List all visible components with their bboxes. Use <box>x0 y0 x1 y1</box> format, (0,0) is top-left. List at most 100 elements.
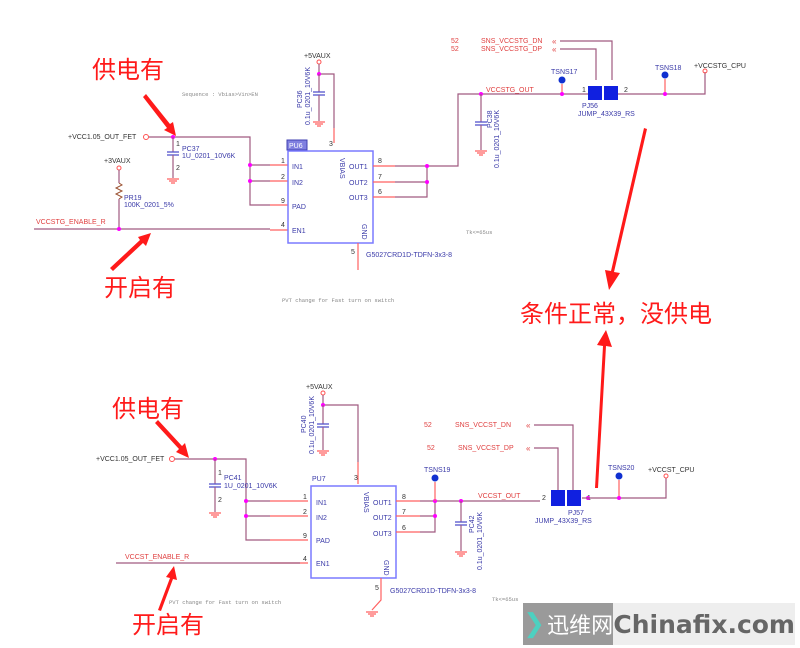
ground-icon <box>167 178 179 184</box>
watermark: ❯ 迅维网 Chinafix.com <box>523 603 795 645</box>
svg-text:PVT change for Fast turn on sw: PVT change for Fast turn on switch <box>282 297 394 304</box>
top-input-wire <box>149 136 270 206</box>
ground-icon <box>313 121 325 127</box>
svg-text:2: 2 <box>281 174 285 181</box>
svg-text:5: 5 <box>351 249 355 256</box>
pj57-ref: PJ57 <box>568 510 584 517</box>
svg-text:GND: GND <box>360 224 367 240</box>
tsns19-label: TSNS19 <box>424 467 451 474</box>
tsns20-label: TSNS20 <box>608 465 635 472</box>
svg-text:VBIAS: VBIAS <box>362 492 369 513</box>
svg-text:52: 52 <box>424 422 432 429</box>
pc41-ref: PC41 <box>224 475 242 482</box>
junction-dot <box>248 179 252 183</box>
svg-text:PC42: PC42 <box>469 515 476 533</box>
bottom-sense-dn: SNS_VCCST_DN <box>455 422 511 429</box>
bottom-circuit: +VCC1.05_OUT_FET 1 2 PC41 1U_0201_10V6K … <box>96 384 694 617</box>
annotation-enable-bottom: 开启有 <box>132 611 204 639</box>
svg-text:7: 7 <box>378 174 382 181</box>
svg-text:OUT2: OUT2 <box>373 515 392 522</box>
svg-text:IN1: IN1 <box>292 164 303 171</box>
ground-icon <box>209 512 221 518</box>
offpage-connector-icon: « <box>526 444 531 453</box>
annotation-condition-normal: 条件正常，没供电 <box>520 300 712 328</box>
svg-text:2: 2 <box>624 87 628 94</box>
jumper-icon <box>588 86 602 100</box>
pc41-value: 1U_0201_10V6K <box>224 483 278 490</box>
arrow-icon <box>155 420 189 458</box>
svg-text:OUT3: OUT3 <box>349 195 368 202</box>
svg-text:OUT3: OUT3 <box>373 531 392 538</box>
sequence-note: Sequence : Vbias>Vin>EN <box>182 91 258 98</box>
testpoint-icon <box>615 472 623 480</box>
watermark-chinese: 迅维网 <box>547 614 614 639</box>
resistor-icon <box>114 182 124 200</box>
top-pullup-rail: +3VAUX <box>104 158 131 165</box>
chevron-right-icon: ❯ <box>523 609 546 639</box>
top-circuit: Sequence : Vbias>Vin>EN +VCC1.05_OUT_FET… <box>34 37 746 304</box>
svg-text:6: 6 <box>378 189 382 196</box>
svg-text:2: 2 <box>542 495 546 502</box>
testpoint-icon <box>558 76 566 84</box>
svg-text:Tk<=65us: Tk<=65us <box>492 596 518 603</box>
svg-text:52: 52 <box>427 445 435 452</box>
arrow-icon <box>605 128 647 290</box>
watermark-logo: ❯ 迅维网 <box>523 603 614 645</box>
svg-text:PAD: PAD <box>316 538 330 545</box>
svg-text:OUT1: OUT1 <box>349 164 368 171</box>
bottom-sense-dp: SNS_VCCST_DP <box>458 445 514 452</box>
annotation-supply-bottom: 供电有 <box>112 395 184 423</box>
bottom-cpu-rail: +VCCST_CPU <box>648 467 694 474</box>
svg-text:OUT2: OUT2 <box>349 180 368 187</box>
svg-text:PC40: PC40 <box>301 415 308 433</box>
jumper-icon <box>604 86 618 100</box>
arrow-icon <box>110 233 151 271</box>
svg-text:Tk<=65us: Tk<=65us <box>466 229 492 236</box>
watermark-site: Chinafix.com <box>613 603 795 645</box>
top-output-net: VCCSTG_OUT <box>486 87 535 94</box>
svg-text:4: 4 <box>303 556 307 563</box>
ground-icon <box>317 450 329 456</box>
svg-text:1: 1 <box>582 87 586 94</box>
arrow-icon <box>143 94 176 136</box>
top-cpu-rail: +VCCSTG_CPU <box>694 63 746 70</box>
offpage-connector-icon: « <box>552 45 557 54</box>
top-input-net-label: +VCC1.05_OUT_FET <box>68 134 137 141</box>
tsns17-label: TSNS17 <box>551 69 578 76</box>
svg-text:3: 3 <box>329 141 333 148</box>
svg-text:6: 6 <box>402 525 406 532</box>
svg-text:1: 1 <box>218 470 222 477</box>
svg-text:2: 2 <box>218 497 222 504</box>
top-sense-dn: SNS_VCCSTG_DN <box>481 38 542 45</box>
ground-icon <box>455 551 467 557</box>
pu7-part: G5027CRD1D-TDFN-3x3-8 <box>390 588 476 595</box>
svg-text:0.1u_0201_10V6K: 0.1u_0201_10V6K <box>477 512 484 570</box>
bottom-ic-box <box>310 485 397 579</box>
svg-text:EN1: EN1 <box>292 228 306 235</box>
svg-text:4: 4 <box>281 222 285 229</box>
svg-text:8: 8 <box>402 494 406 501</box>
svg-text:0.1u_0201_10V6K: 0.1u_0201_10V6K <box>309 396 316 454</box>
pj56-ref: PJ56 <box>582 103 598 110</box>
svg-text:1: 1 <box>303 494 307 501</box>
pu7-ref: PU7 <box>312 476 326 483</box>
ground-icon <box>366 611 378 617</box>
testpoint-icon <box>431 474 439 482</box>
svg-text:PC36: PC36 <box>297 90 304 108</box>
svg-text:VBIAS: VBIAS <box>338 158 345 179</box>
svg-text:IN1: IN1 <box>316 500 327 507</box>
offpage-connector-icon: « <box>526 421 531 430</box>
svg-text:GND: GND <box>382 560 389 576</box>
annotation-supply-top: 供电有 <box>92 56 164 84</box>
svg-text:52: 52 <box>451 38 459 45</box>
svg-text:1: 1 <box>281 158 285 165</box>
pu6-part: G5027CRD1D-TDFN-3x3-8 <box>366 252 452 259</box>
svg-text:3: 3 <box>354 475 358 482</box>
bottom-bias-rail: +5VAUX <box>306 384 333 391</box>
pj57-value: JUMP_43X39_RS <box>535 518 592 525</box>
top-enable-net: VCCSTG_ENABLE_R <box>36 219 106 226</box>
svg-text:PVT change for Fast turn on sw: PVT change for Fast turn on switch <box>169 599 281 606</box>
svg-text:EN1: EN1 <box>316 561 330 568</box>
arrow-icon <box>595 330 612 488</box>
